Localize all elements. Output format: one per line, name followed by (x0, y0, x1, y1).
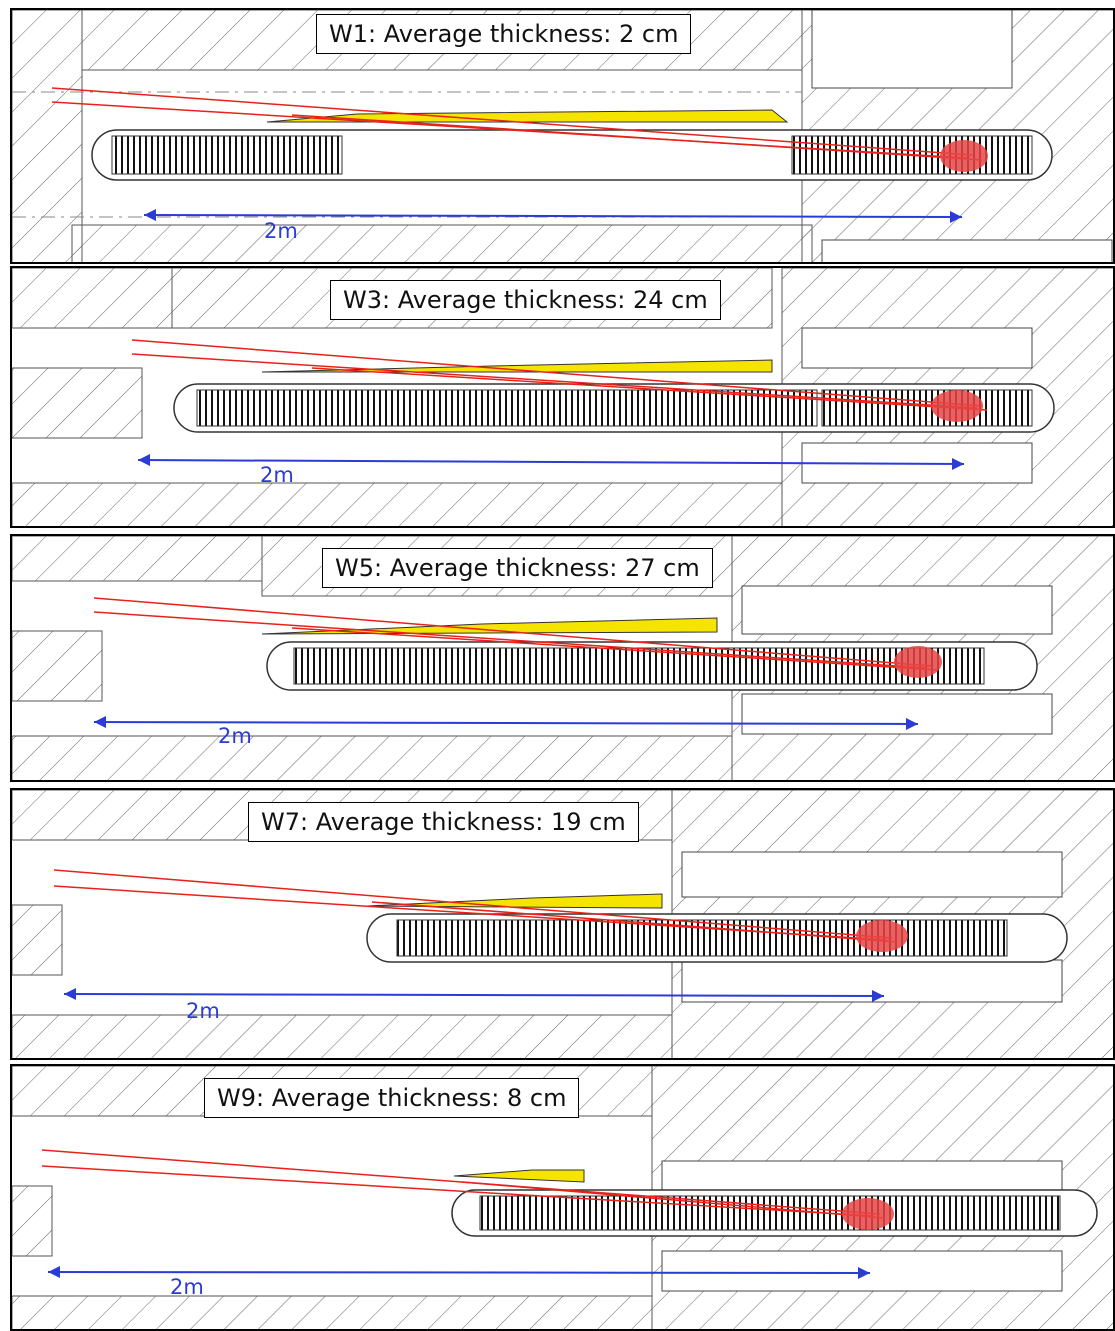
panel-w5: 2m W5: Average thickness: 27 cm (10, 534, 1115, 782)
detector-drawing-w1: 2m (12, 10, 1113, 262)
distance-label: 2m (264, 219, 298, 243)
distance-label: 2m (218, 724, 252, 748)
detector-drawing-w9: 2m (12, 1066, 1113, 1329)
distance-label: 2m (170, 1275, 204, 1299)
panel-w9: 2m W9: Average thickness: 8 cm (10, 1064, 1115, 1331)
panel-w1: 2m W1: Average thickness: 2 cm (10, 8, 1115, 264)
thickness-label: W5: Average thickness: 27 cm (322, 548, 713, 588)
thickness-label: W7: Average thickness: 19 cm (248, 802, 639, 842)
thickness-label: W9: Average thickness: 8 cm (204, 1078, 580, 1118)
panel-w7: 2m W7: Average thickness: 19 cm (10, 788, 1115, 1060)
detector-drawing-w3: 2m (12, 268, 1113, 526)
distance-label: 2m (186, 999, 220, 1023)
detector-drawing-w5: 2m (12, 536, 1113, 780)
thickness-label: W1: Average thickness: 2 cm (316, 14, 692, 54)
thickness-label: W3: Average thickness: 24 cm (330, 280, 721, 320)
panel-w3: 2m W3: Average thickness: 24 cm (10, 266, 1115, 528)
distance-label: 2m (260, 463, 294, 487)
